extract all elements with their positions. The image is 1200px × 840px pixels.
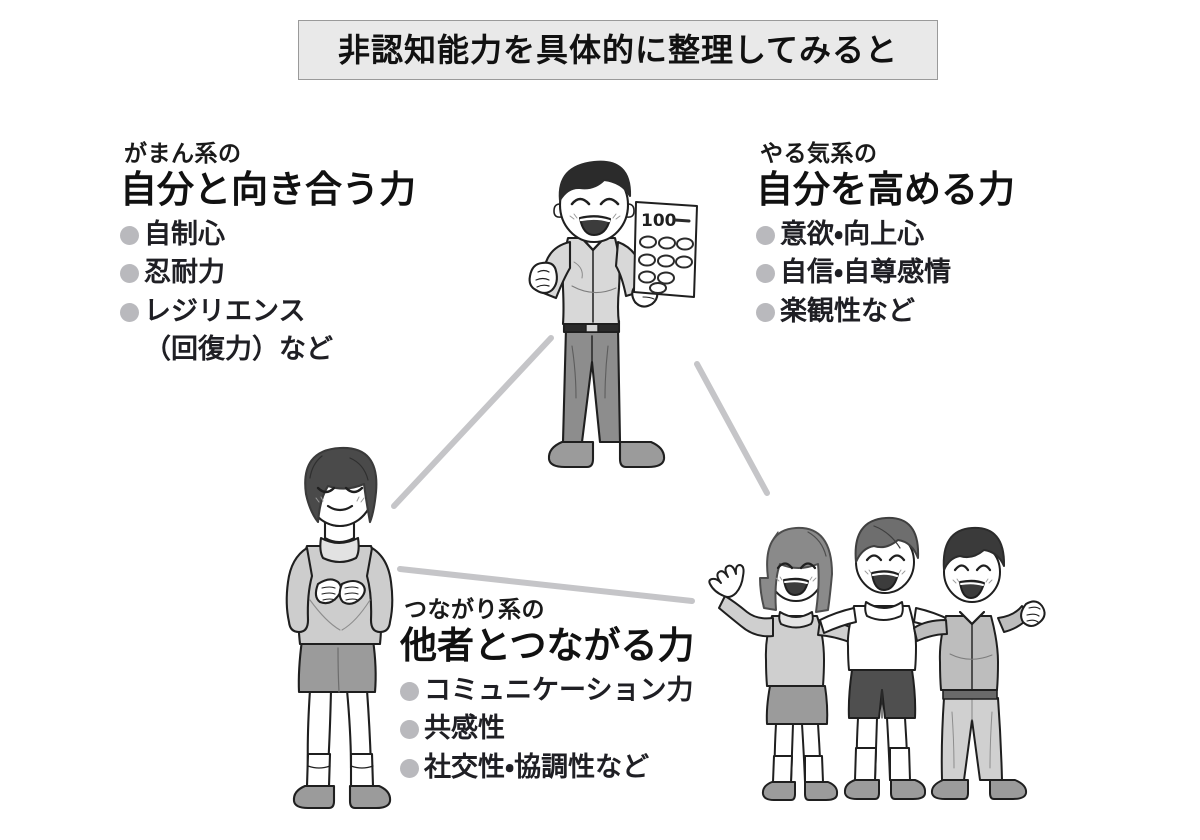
bullet-list-yaruki: 意欲・向上心 自信・自尊感情 楽観性など xyxy=(756,216,1015,331)
list-item-continuation: （回復力）など xyxy=(120,331,416,369)
category-kicker-yaruki: やる気系の xyxy=(760,141,878,167)
category-kicker-gaman: がまん系の xyxy=(124,141,242,167)
category-block-tsunagari: つながり系の 他者とつながる力 コミュニケーション力 共感性 社交性・協調性など xyxy=(400,598,695,787)
page-title-box: 非認知能力を具体的に整理してみると xyxy=(298,20,938,80)
bullet-label: 自信・自尊感情 xyxy=(780,257,952,289)
bullet-label: 忍耐力 xyxy=(144,257,225,289)
bullet-dot-icon xyxy=(756,226,775,246)
category-kicker-tsunagari: つながり系の xyxy=(404,597,545,623)
bullet-list-gaman: 自制心 忍耐力 レジリエンス （回復力）など xyxy=(120,216,416,369)
list-item: 自制心 xyxy=(120,216,416,254)
bullet-dot-icon xyxy=(120,302,139,322)
bullet-label: 共感性 xyxy=(424,713,505,745)
category-heading-tsunagari: 他者とつながる力 xyxy=(400,624,695,668)
category-heading-yaruki: 自分を高める力 xyxy=(756,168,1015,212)
bullet-label: （回復力）など xyxy=(144,334,333,366)
list-item: レジリエンス xyxy=(120,293,416,331)
bullet-dot-icon xyxy=(400,720,419,740)
test-score-label: 100 xyxy=(641,211,677,231)
girl-hands-on-chest-illustration xyxy=(285,446,394,810)
category-block-yaruki: やる気系の 自分を高める力 意欲・向上心 自信・自尊感情 楽観性など xyxy=(756,142,1015,331)
list-item: コミュニケーション力 xyxy=(400,672,695,710)
bullet-dot-icon xyxy=(400,758,419,778)
list-item: 社交性・協調性など xyxy=(400,749,695,787)
bullet-label: レジリエンス xyxy=(144,295,306,327)
bullet-label: 自制心 xyxy=(144,219,225,251)
bullet-label: 楽観性など xyxy=(780,295,915,327)
bullet-dot-icon xyxy=(756,302,775,322)
category-block-gaman: がまん系の 自分と向き合う力 自制心 忍耐力 レジリエンス （回復力）など xyxy=(120,142,416,369)
bullet-dot-icon xyxy=(120,264,139,284)
bullet-label: 社交性・協調性など xyxy=(424,751,650,783)
list-item: 楽観性など xyxy=(756,293,1015,331)
three-children-illustration xyxy=(708,516,1046,801)
bullet-label: 意欲・向上心 xyxy=(780,219,925,251)
line-girl-to-boy xyxy=(391,335,554,509)
bullet-dot-icon xyxy=(756,264,775,284)
boy-holding-test-paper-illustration: 100 xyxy=(528,160,698,469)
line-boy-to-kids xyxy=(694,361,770,496)
line-kids-to-girl xyxy=(397,566,695,604)
category-heading-gaman: 自分と向き合う力 xyxy=(120,168,416,212)
list-item: 意欲・向上心 xyxy=(756,216,1015,254)
bullet-list-tsunagari: コミュニケーション力 共感性 社交性・協調性など xyxy=(400,672,695,787)
list-item: 忍耐力 xyxy=(120,254,416,292)
bullet-dot-icon xyxy=(120,226,139,246)
list-item: 自信・自尊感情 xyxy=(756,254,1015,292)
bullet-dot-icon xyxy=(400,682,419,702)
list-item: 共感性 xyxy=(400,710,695,748)
bullet-label: コミュニケーション力 xyxy=(424,675,694,707)
page-title: 非認知能力を具体的に整理してみると xyxy=(337,31,899,69)
